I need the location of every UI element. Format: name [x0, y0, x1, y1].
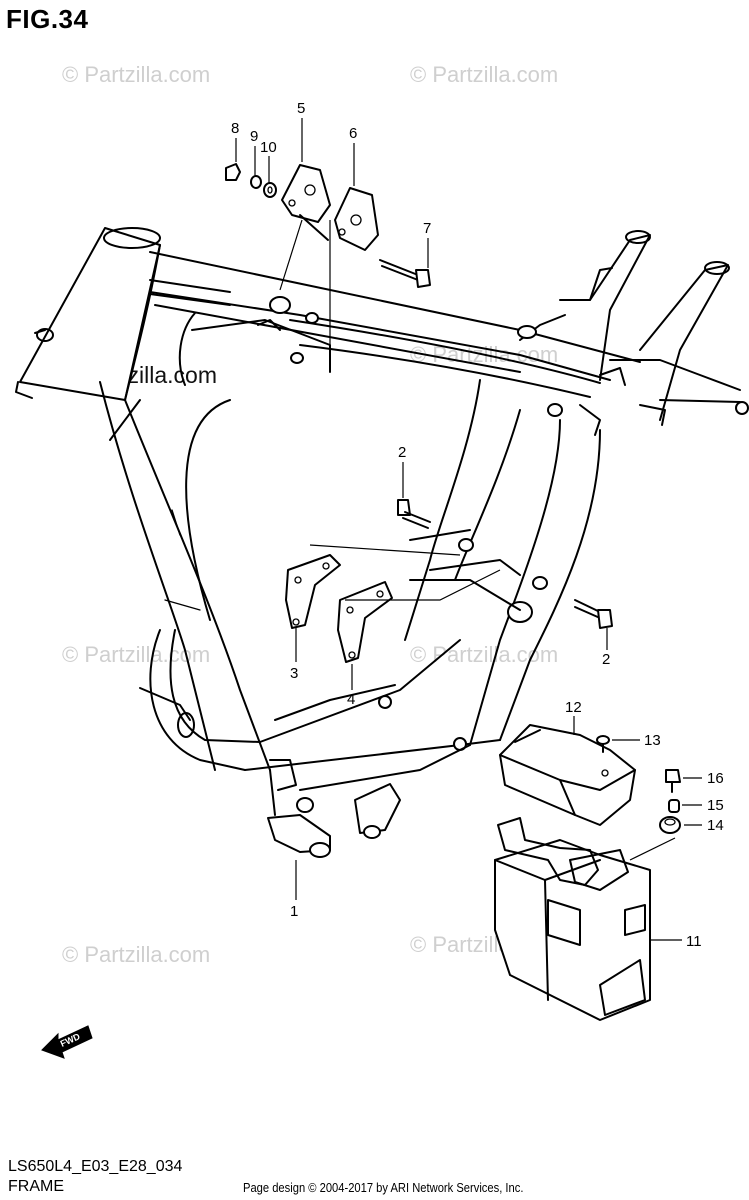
callout-8: 8	[231, 120, 239, 137]
callout-leaders	[235, 118, 702, 941]
callout-14: 14	[707, 817, 724, 834]
callout-6: 6	[349, 125, 357, 142]
fwd-arrow-icon: FWD	[41, 1025, 93, 1059]
callout-2: 2	[398, 444, 406, 461]
nut-part-8	[225, 163, 241, 181]
battery-cover-part-12	[499, 724, 636, 826]
callout-16: 16	[707, 770, 724, 787]
watermark: © Partzilla.com	[62, 942, 211, 967]
cushion-part-14	[659, 816, 681, 834]
callout-13: 13	[644, 732, 661, 749]
battery-holder-part-11	[494, 817, 651, 1021]
watermark: © Partzilla.com	[410, 62, 559, 87]
callout-2b: 2	[602, 651, 610, 668]
model-code: LS650L4_E03_E28_034	[8, 1158, 183, 1175]
frame-part	[15, 227, 749, 858]
bracket-part-5	[281, 164, 331, 241]
callout-10: 10	[260, 139, 277, 156]
callout-12: 12	[565, 699, 582, 716]
callout-9: 9	[250, 128, 258, 145]
callout-4: 4	[347, 691, 355, 708]
bolt-part-2	[397, 499, 431, 529]
figure-title: FIG.34	[6, 4, 89, 34]
callout-3: 3	[290, 665, 298, 682]
section-name: FRAME	[8, 1178, 64, 1195]
callout-15: 15	[707, 797, 724, 814]
callout-11: 11	[686, 933, 702, 950]
bracket-part-6	[334, 187, 379, 251]
washer-part-9	[250, 175, 262, 189]
screw-part-13	[596, 735, 610, 753]
bolt-part-2b	[574, 599, 613, 629]
bracket-part-4	[337, 581, 393, 663]
page-credit: Page design © 2004-2017 by ARI Network S…	[243, 1180, 524, 1195]
bracket-part-3	[285, 554, 341, 629]
washer-part-10	[263, 182, 277, 198]
callout-1: 1	[290, 903, 298, 920]
bolt-part-7	[379, 259, 431, 288]
spacer-part-15	[668, 799, 680, 813]
callout-7: 7	[423, 220, 431, 237]
bolt-part-16	[665, 769, 681, 793]
callout-5: 5	[297, 100, 305, 117]
watermark: © Partzilla.com	[62, 62, 211, 87]
